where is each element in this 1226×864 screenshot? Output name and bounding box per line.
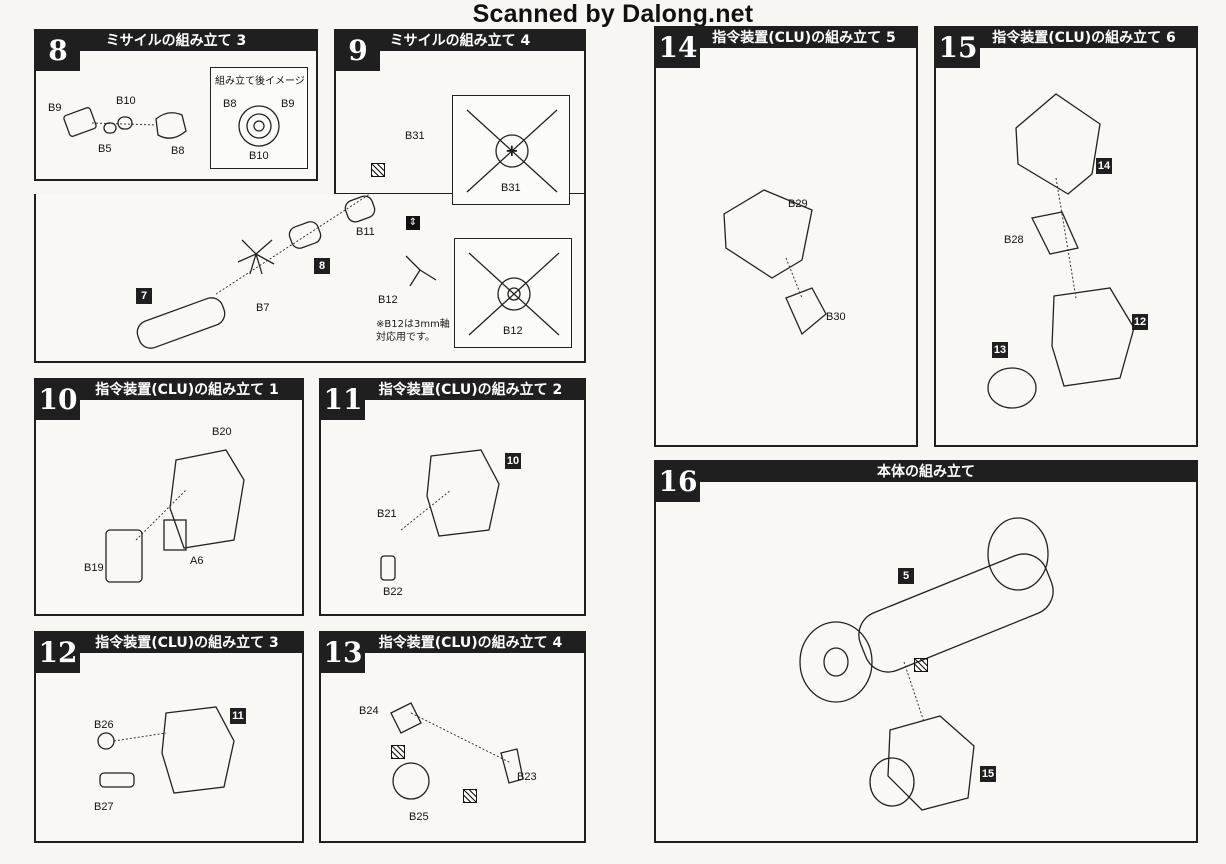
- b12-shaft-note: ※B12は3mm軸 対応用です。: [376, 319, 450, 343]
- part-label: B23: [517, 771, 537, 783]
- part-label: B22: [383, 586, 403, 598]
- step-15-number: 15: [936, 28, 980, 68]
- step-11-number: 11: [321, 380, 365, 420]
- part-label: B27: [94, 801, 114, 813]
- step-ref-tag: 14: [1096, 158, 1112, 174]
- step-14-title: 指令装置(CLU)の組み立て 5: [656, 28, 916, 48]
- b12-detail-drawing: [468, 252, 560, 336]
- step-11-panel: 指令装置(CLU)の組み立て 2 11 10 B21 B22: [319, 378, 586, 616]
- part-label: B7: [256, 302, 270, 314]
- step-16-panel: 本体の組み立て 16 5 15: [654, 460, 1198, 843]
- part-label: B9: [48, 102, 62, 114]
- step-9-drawing: [136, 194, 437, 349]
- glue-free-icon: [463, 789, 477, 803]
- step-16-drawing: [799, 517, 1054, 811]
- step-ref-tag: 13: [992, 342, 1008, 358]
- step-15-drawing: [987, 93, 1135, 409]
- step-8-number: 8: [36, 31, 80, 71]
- step-16-title: 本体の組み立て: [656, 462, 1196, 482]
- part-label: B8: [171, 145, 185, 157]
- step-10-title: 指令装置(CLU)の組み立て 1: [36, 380, 302, 400]
- step-12-drawing: [97, 706, 235, 794]
- step-8-drawing: [63, 107, 187, 139]
- glue-free-icon: [391, 745, 405, 759]
- step-14-drawing: [723, 189, 827, 336]
- step-12-title: 指令装置(CLU)の組み立て 3: [36, 633, 302, 653]
- glue-free-icon: [371, 163, 385, 177]
- step-8-title: ミサイルの組み立て 3: [36, 31, 316, 51]
- step-11-drawing: [380, 449, 500, 581]
- part-label: B30: [826, 311, 846, 323]
- step-9-lower-panel: 8 7 B11 B7 B12 ※B12は3mm軸 対応用です。 ⇕ B12: [34, 194, 586, 363]
- step-10-panel: 指令装置(CLU)の組み立て 1 10 B20 B19 A6: [34, 378, 304, 616]
- part-label: B29: [788, 198, 808, 210]
- step-ref-tag: 7: [136, 288, 152, 304]
- part-label: B24: [359, 705, 379, 717]
- part-label: B28: [1004, 234, 1024, 246]
- step-ref-tag: 10: [505, 453, 521, 469]
- b31-detail-bubble: ✛ B31: [452, 95, 570, 205]
- part-label: B10: [116, 95, 136, 107]
- step-ref-tag: 11: [230, 708, 246, 724]
- inset-drawing: [238, 105, 280, 147]
- swap-icon: ⇕: [406, 216, 420, 230]
- part-label: B11: [356, 226, 375, 238]
- step-13-number: 13: [321, 633, 365, 673]
- part-label: B9: [281, 98, 295, 110]
- part-label: B8: [223, 98, 237, 110]
- part-label: B5: [98, 143, 112, 155]
- part-label: B31: [501, 182, 521, 194]
- step-15-title: 指令装置(CLU)の組み立て 6: [936, 28, 1196, 48]
- part-label: B10: [249, 150, 269, 162]
- part-label: A6: [190, 555, 204, 567]
- inset-title: 組み立て後イメージ: [215, 76, 305, 87]
- part-label: B19: [84, 562, 104, 574]
- step-12-panel: 指令装置(CLU)の組み立て 3 12 11 B26 B27: [34, 631, 304, 843]
- part-label: B25: [409, 811, 429, 823]
- step-14-panel: 指令装置(CLU)の組み立て 5 14 B29 B30: [654, 26, 918, 447]
- b12-detail-bubble: B12: [454, 238, 572, 348]
- step-15-panel: 指令装置(CLU)の組み立て 6 15 14 12 13 B28: [934, 26, 1198, 447]
- step-14-number: 14: [656, 28, 700, 68]
- step-13-title: 指令装置(CLU)の組み立て 4: [321, 633, 584, 653]
- step-10-number: 10: [36, 380, 80, 420]
- part-label: B31: [405, 130, 425, 142]
- part-label: B20: [212, 426, 232, 438]
- part-label: B21: [377, 508, 397, 520]
- step-13-drawing: [390, 702, 524, 800]
- step-ref-tag: 8: [314, 258, 330, 274]
- part-label: B12: [378, 294, 398, 306]
- glue-free-icon: [914, 658, 928, 672]
- step-16-number: 16: [656, 462, 700, 502]
- step-12-number: 12: [36, 633, 80, 673]
- assembled-image-inset: 組み立て後イメージ B8 B9 B10: [210, 67, 308, 169]
- step-11-title: 指令装置(CLU)の組み立て 2: [321, 380, 584, 400]
- step-9-number: 9: [336, 31, 380, 71]
- step-9-title: ミサイルの組み立て 4: [336, 31, 584, 51]
- step-13-panel: 指令装置(CLU)の組み立て 4 13 B24 B23 B25: [319, 631, 586, 843]
- scan-watermark: Scanned by Dalong.net: [472, 0, 754, 28]
- step-8-panel: ミサイルの組み立て 3 8 B9 B10 B5 B8 組み立て後イメージ B8 …: [34, 29, 318, 181]
- part-label: B26: [94, 719, 114, 731]
- svg-text:✛: ✛: [506, 144, 518, 160]
- step-ref-tag: 15: [980, 766, 996, 782]
- step-10-drawing: [105, 449, 245, 583]
- part-label: B12: [503, 325, 523, 337]
- step-ref-tag: 5: [898, 568, 914, 584]
- step-ref-tag: 12: [1132, 314, 1148, 330]
- b31-detail-drawing: ✛: [466, 109, 558, 193]
